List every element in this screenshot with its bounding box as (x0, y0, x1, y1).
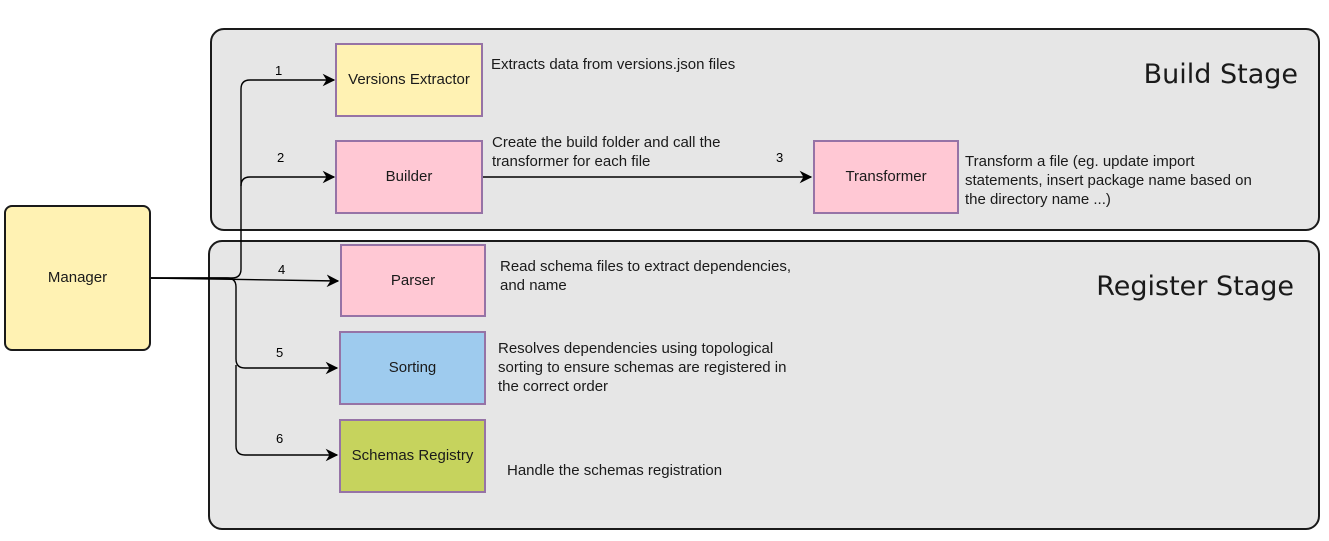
schemas-registry-description: Handle the schemas registration (507, 462, 723, 479)
schemas-registry-node: Schemas Registry (339, 419, 486, 493)
manager-node: Manager (4, 205, 151, 351)
step-number-1: 1 (275, 63, 283, 78)
connector-2 (240, 170, 336, 187)
parser-label: Parser (390, 271, 436, 289)
manager-label: Manager (47, 269, 108, 286)
connector-5 (150, 277, 339, 375)
parser-node: Parser (340, 244, 486, 317)
sorting-label: Sorting (388, 359, 437, 376)
build-stage-title: Build Stage (1143, 59, 1298, 90)
step-number-5: 5 (276, 345, 284, 360)
sorting-node: Sorting (339, 331, 486, 405)
parser-description: Read schema files to extract dependencie… (500, 258, 791, 294)
schemas-registry-label: Schemas Registry (351, 447, 474, 464)
builder-description: Create the build folder and call the tra… (492, 134, 721, 170)
step-number-2: 2 (277, 150, 285, 165)
builder-label: Builder (385, 168, 433, 185)
versions-extractor-node: Versions Extractor (335, 43, 483, 117)
builder-node: Builder (335, 140, 483, 214)
versions-extractor-label: Versions Extractor (348, 71, 470, 88)
transformer-node: Transformer (813, 140, 959, 214)
transformer-label: Transformer (845, 168, 927, 185)
connector-1 (150, 73, 336, 279)
connector-6 (235, 365, 339, 462)
transformer-description: Transform a file (eg. update import stat… (965, 153, 1252, 208)
sorting-description: Resolves dependencies using topological … (498, 340, 787, 395)
step-number-4: 4 (278, 262, 286, 277)
register-stage-title: Register Stage (1096, 271, 1294, 302)
step-number-3: 3 (776, 150, 784, 165)
step-number-6: 6 (276, 431, 284, 446)
versions-extractor-description: Extracts data from versions.json files (491, 56, 736, 73)
